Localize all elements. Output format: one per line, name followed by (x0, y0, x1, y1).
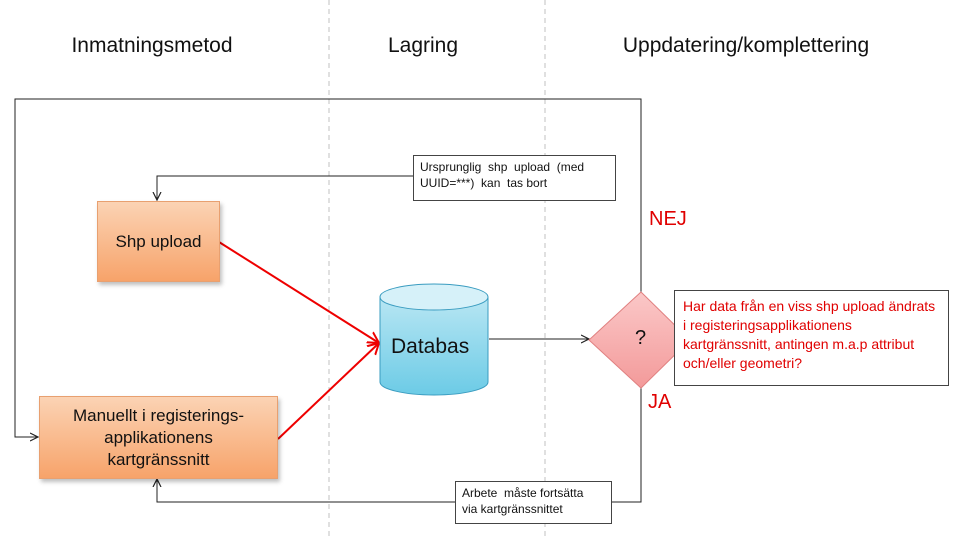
top-note: Ursprunglig shp upload (med UUID=***) ka… (413, 155, 616, 201)
shp-to-db-arrow (218, 241, 379, 343)
bottom-note-line1: Arbete måste fortsätta (462, 486, 584, 500)
manual-label-line2: applikationens (104, 427, 213, 447)
top-note-connector (157, 175, 413, 200)
top-note-line1: Ursprunglig shp upload (med (420, 160, 585, 174)
top-note-line2: UUID=***) kan tas bort (420, 176, 548, 190)
question-text: Har data från en viss shp upload ändrats… (683, 298, 936, 371)
decision-label: ? (635, 327, 647, 349)
manual-label-line1: Manuellt i registerings- (72, 405, 244, 425)
branch-no-label: NEJ (649, 208, 687, 230)
yes-loop-connector (157, 388, 642, 503)
shp-upload-box: Shp upload (97, 201, 220, 282)
heading-storage: Lagring (387, 34, 459, 57)
question-note: Har data från en viss shp upload ändrats… (674, 290, 949, 386)
decision-diamond (588, 291, 691, 389)
manual-to-db-arrow (277, 343, 379, 440)
manual-input-box: Manuellt i registerings- applikationens … (39, 396, 278, 479)
database-cylinder (379, 283, 489, 396)
shp-upload-label: Shp upload (115, 231, 202, 251)
branch-yes-label: JA (648, 391, 672, 413)
manual-label-line3: kartgränssnitt (107, 449, 210, 469)
bottom-note: Arbete måste fortsätta via kartgränssnit… (455, 481, 612, 524)
heading-input-method: Inmatningsmetod (71, 34, 233, 57)
bottom-note-line2: via kartgränssnittet (462, 502, 563, 516)
no-loop-connector (14, 98, 642, 437)
database-label: Databas (391, 335, 470, 358)
heading-update: Uppdatering/komplettering (622, 34, 870, 57)
